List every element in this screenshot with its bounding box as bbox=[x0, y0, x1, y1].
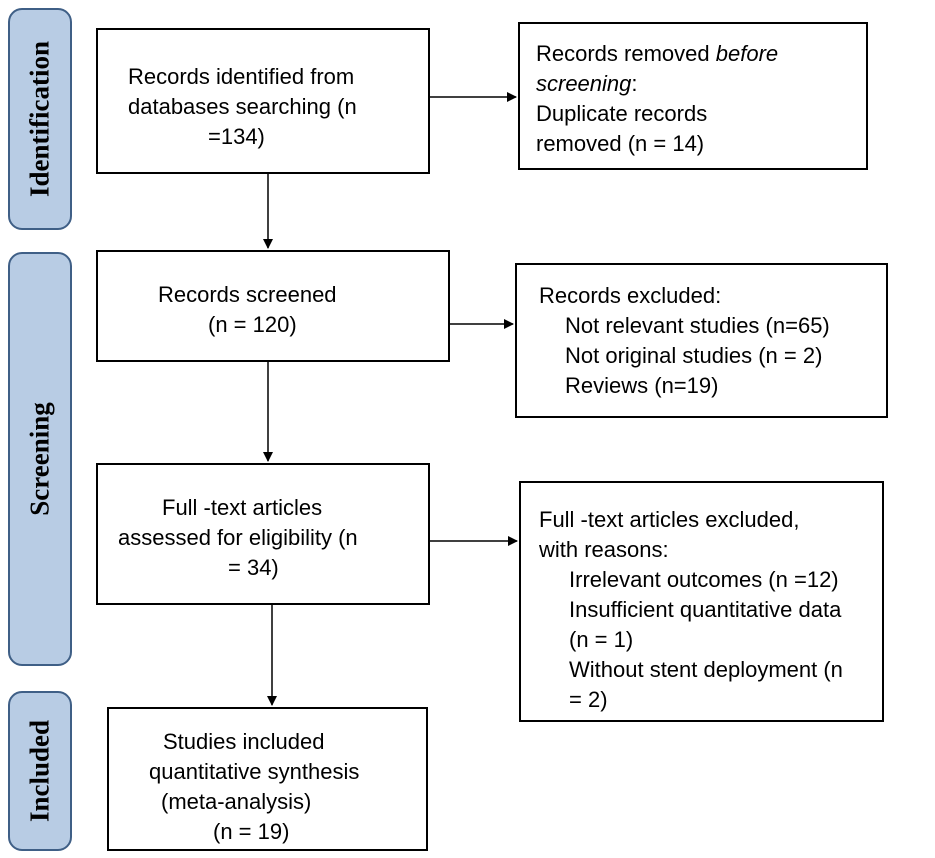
records-excluded-item: Not relevant studies (n=65) bbox=[565, 313, 830, 338]
records-removed-screening-emphasis: screening bbox=[536, 71, 632, 96]
records-removed-line-2: screening: bbox=[536, 69, 866, 99]
box-records-identified: Records identified from databases search… bbox=[96, 28, 430, 174]
records-removed-line-3: Duplicate records bbox=[536, 101, 708, 126]
records-screened-line-2: (n = 120) bbox=[208, 312, 297, 337]
fulltext-excluded-title-1: Full -text articles excluded, bbox=[539, 507, 800, 532]
box-records-screened: Records screened (n = 120) bbox=[96, 250, 450, 362]
records-identified-line-2: databases searching (n bbox=[128, 94, 357, 119]
fulltext-excluded-title-2: with reasons: bbox=[539, 537, 669, 562]
records-removed-line-1: Records removed before bbox=[536, 39, 866, 69]
fulltext-excluded-item: Irrelevant outcomes (n =12) bbox=[569, 567, 839, 592]
phase-included-label: Included bbox=[24, 719, 55, 823]
phase-screening: Screening bbox=[8, 252, 72, 666]
studies-included-line-3: (meta-analysis) bbox=[161, 789, 312, 814]
records-removed-line-2-text: : bbox=[631, 71, 638, 96]
records-excluded-item: Not original studies (n = 2) bbox=[565, 343, 823, 368]
records-removed-line-1-text: Records removed bbox=[536, 41, 716, 66]
records-identified-line-3: =134) bbox=[208, 124, 265, 149]
fulltext-excluded-item: Insufficient quantitative data bbox=[569, 597, 842, 622]
fulltext-assessed-line-2: assessed for eligibility (n bbox=[118, 525, 358, 550]
phase-identification: Identification bbox=[8, 8, 72, 230]
fulltext-excluded-item: (n = 1) bbox=[569, 627, 634, 652]
records-excluded-title: Records excluded: bbox=[539, 283, 722, 308]
box-studies-included: Studies included quantitative synthesis … bbox=[107, 707, 428, 851]
records-excluded-item: Reviews (n=19) bbox=[565, 373, 719, 398]
fulltext-excluded-item: = 2) bbox=[569, 687, 608, 712]
box-records-excluded: Records excluded: Not relevant studies (… bbox=[515, 263, 888, 418]
fulltext-assessed-line-3: = 34) bbox=[228, 555, 279, 580]
box-fulltext-assessed: Full -text articles assessed for eligibi… bbox=[96, 463, 430, 605]
records-identified-line-1: Records identified from bbox=[128, 64, 355, 89]
records-removed-before-emphasis: before bbox=[715, 41, 779, 66]
studies-included-line-4: (n = 19) bbox=[213, 819, 290, 844]
studies-included-line-2: quantitative synthesis bbox=[149, 759, 360, 784]
fulltext-excluded-item: Without stent deployment (n bbox=[569, 657, 843, 682]
phase-screening-label: Screening bbox=[24, 402, 55, 516]
phase-included: Included bbox=[8, 691, 72, 851]
records-removed-line-4: removed (n = 14) bbox=[536, 131, 705, 156]
studies-included-line-1: Studies included bbox=[163, 729, 325, 754]
fulltext-assessed-line-1: Full -text articles bbox=[162, 495, 323, 520]
box-fulltext-excluded: Full -text articles excluded, with reaso… bbox=[519, 481, 884, 722]
records-screened-line-1: Records screened bbox=[158, 282, 337, 307]
box-records-removed: Records removed before screening: Duplic… bbox=[518, 22, 868, 170]
phase-identification-label: Identification bbox=[24, 40, 55, 198]
